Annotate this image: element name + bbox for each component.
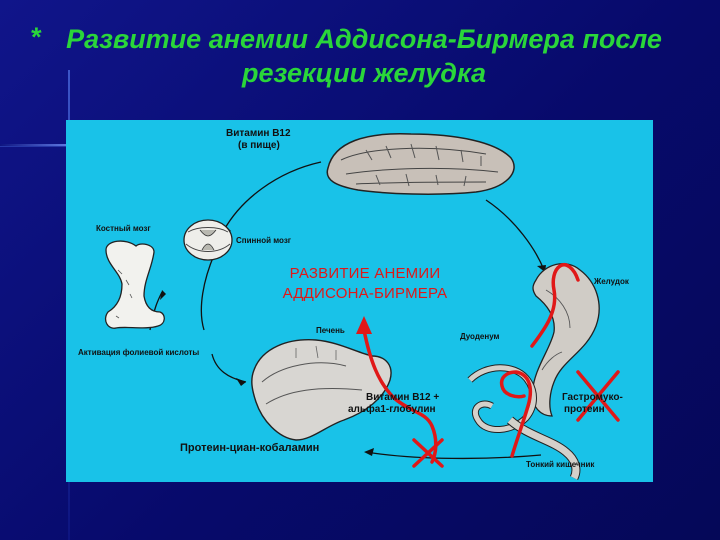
spinal-cord-illustration <box>183 219 233 261</box>
food-illustration <box>326 133 515 195</box>
red-arrowhead <box>356 316 372 334</box>
stomach-illustration <box>531 263 600 417</box>
anemia-overlay-caption: РАЗВИТИЕ АНЕМИИ АДДИСОНА-БИРМЕРА <box>250 264 480 304</box>
liver-illustration <box>251 339 392 441</box>
label-bone-marrow: Костный мозг <box>96 224 151 233</box>
title-bullet: * <box>30 22 41 52</box>
anemia-overlay-line-2: АДДИСОНА-БИРМЕРА <box>282 285 448 302</box>
arrow-heads <box>160 226 546 456</box>
decorative-horizontal-line-shadow <box>0 146 66 147</box>
red-annotations <box>362 263 620 468</box>
anemia-overlay-line-1: РАЗВИТИЕ АНЕМИИ <box>289 265 441 282</box>
diagram-drawing <box>104 133 620 481</box>
label-duodenum: Дуоденум <box>460 332 500 341</box>
anemia-diagram: Витамин В12 (в пище) Костный мозг Спинно… <box>66 120 653 482</box>
label-spinal-cord: Спинной мозг <box>236 236 292 245</box>
slide-title-line-2: резекции желудка <box>242 58 486 88</box>
decorative-horizontal-line <box>0 144 66 146</box>
slide-title: Развитие анемии Аддисона-Бирмера после р… <box>14 22 714 90</box>
label-vitamin-globulin-line-2: альфа1-глобулин <box>348 404 436 415</box>
red-path-stomach-resection <box>530 263 580 348</box>
red-cross-left <box>412 438 444 468</box>
label-small-intestine: Тонкий кишечник <box>526 460 595 469</box>
label-stomach: Желудок <box>594 277 629 286</box>
red-path-duodenum <box>499 370 533 458</box>
label-gastromucoprotein-line-1: Гастромуко- <box>562 392 623 403</box>
red-cross-right <box>576 370 620 422</box>
label-gastromucoprotein-line-2: протеин <box>564 404 605 415</box>
label-protein-cyan-cobalamin: Протеин-циан-кобаламин <box>180 442 320 454</box>
label-folic-acid: Активация фолиевой кислоты <box>78 348 200 357</box>
bone-marrow-illustration <box>104 240 165 329</box>
label-liver: Печень <box>316 326 345 335</box>
label-vitamin-food-line-2: (в пище) <box>238 140 280 151</box>
slide-title-line-1: Развитие анемии Аддисона-Бирмера после <box>66 24 662 54</box>
label-vitamin-globulin-line-1: Витамин В12 + <box>366 392 440 403</box>
label-vitamin-food-line-1: Витамин В12 <box>226 128 291 139</box>
